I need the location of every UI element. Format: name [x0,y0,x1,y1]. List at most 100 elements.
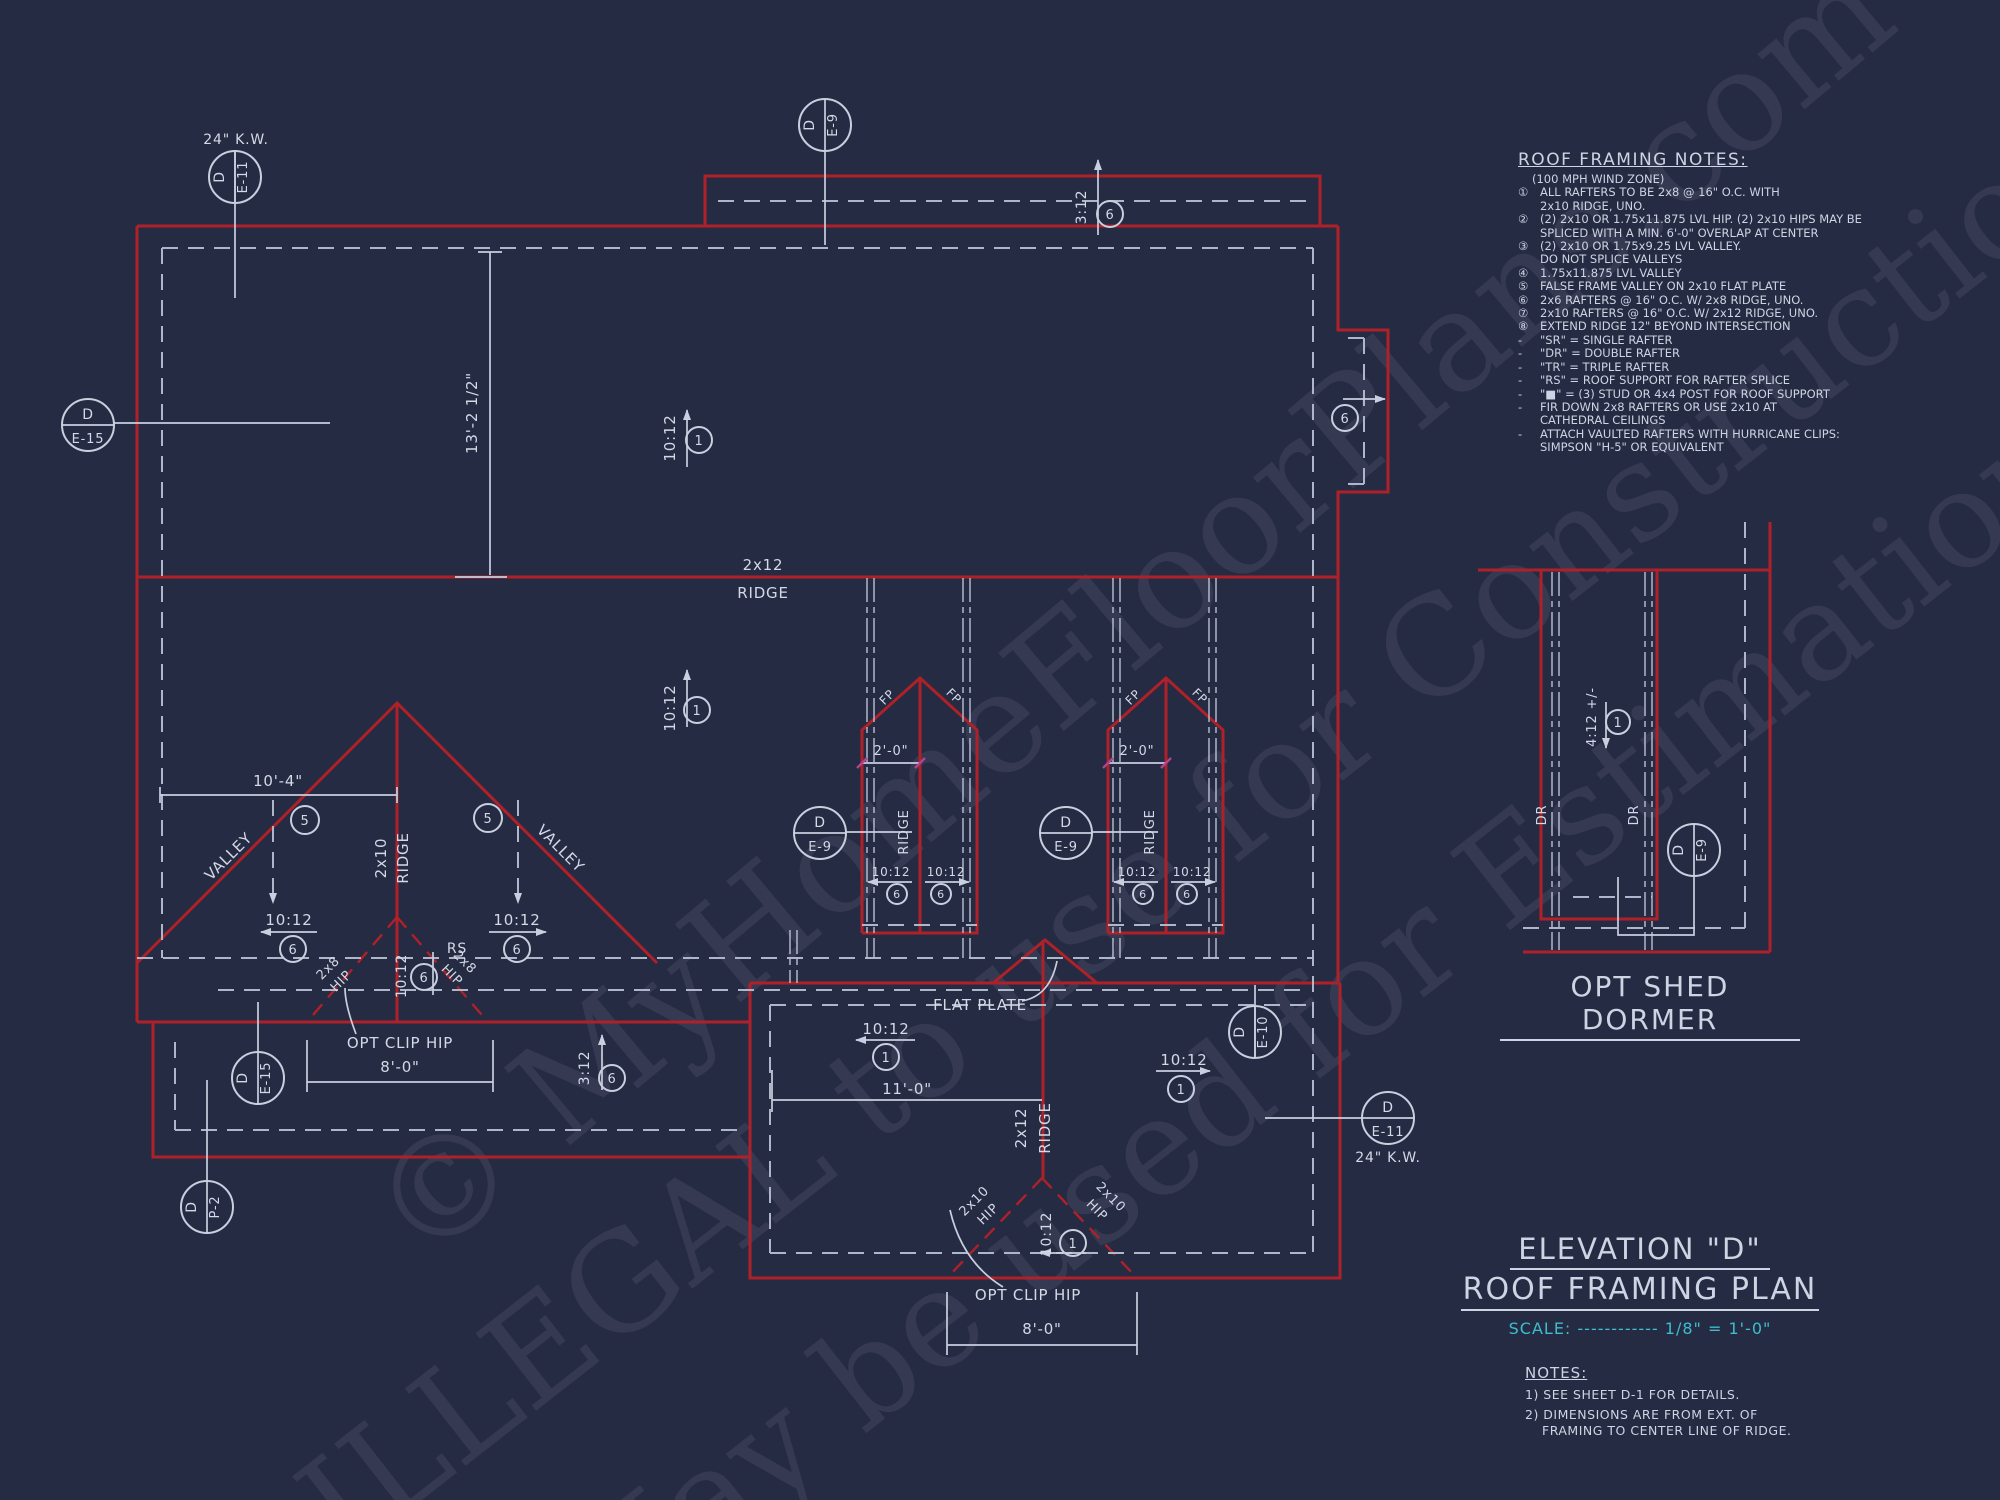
svg-text:RIDGE: RIDGE [1143,809,1158,854]
svg-text:10:12: 10:12 [661,684,679,731]
svg-text:6: 6 [893,888,901,901]
svg-text:10:12: 10:12 [1118,865,1157,879]
scale-line: SCALE: ------------ 1/8" = 1'-0" [1508,1319,1772,1338]
dim-11-0: 11'-0" [882,1080,932,1098]
framing-note-item: ③(2) 2x10 OR 1.75x9.25 LVL VALLEY.DO NOT… [1518,239,1742,267]
svg-text:P-2: P-2 [208,1196,223,1219]
sheet-note-2: 2) DIMENSIONS ARE FROM EXT. OF [1525,1407,1758,1422]
detail-callouts: D E-11 24" K.W. D E-9 D E-15 D E-9 D [61,98,1721,1234]
svg-text:5: 5 [483,812,492,827]
rs-label: RS [447,941,467,957]
framing-note-item: -"■" = (3) STUD OR 4x4 POST FOR ROOF SUP… [1518,386,1830,401]
svg-text:E-11: E-11 [1372,1125,1405,1140]
svg-text:D: D [235,1072,251,1084]
callout-d-e9-dormer2: D E-9 [1039,806,1093,860]
sheet-note-2b: FRAMING TO CENTER LINE OF RIDGE. [1542,1423,1792,1438]
svg-text:6: 6 [419,971,428,986]
svg-text:6: 6 [288,943,297,958]
svg-text:E-10: E-10 [1256,1016,1271,1049]
svg-text:6: 6 [607,1072,616,1087]
svg-text:6: 6 [1105,208,1114,223]
svg-text:6: 6 [1340,412,1349,427]
white-dashed-framing-lines [137,200,1746,1255]
callout-d-e9-top: D E-9 [798,98,852,152]
main-ridge-label: RIDGE [737,584,789,602]
svg-text:3:12: 3:12 [1074,190,1090,225]
sheet-note-1: 1) SEE SHEET D-1 FOR DETAILS. [1525,1387,1740,1402]
opt-shed-dormer-title: OPT SHED DORMER [1500,970,1800,1041]
svg-text:10:12: 10:12 [872,865,911,879]
callout-d-p2: D P-2 [180,1180,234,1234]
callout-d-e9-shed: D E-9 [1667,823,1721,877]
dim-2-0-dormer2: 2'-0" [1120,744,1155,759]
callout-d-e9-dormer1: D E-9 [793,806,847,860]
framing-note-item: -"RS" = ROOF SUPPORT FOR RAFTER SPLICE [1518,373,1791,388]
framing-note-item: -"TR" = TRIPLE RAFTER [1518,359,1670,374]
main-ridge-size: 2x12 [743,556,784,574]
framing-note-item: -"SR" = SINGLE RAFTER [1518,332,1673,347]
dim-8-0-bottom: 8'-0" [1022,1320,1062,1338]
callout-d-e11-bottom: D E-11 24" K.W. [1355,1091,1420,1166]
svg-text:6: 6 [512,943,521,958]
svg-text:1: 1 [1176,1083,1185,1098]
svg-text:D: D [802,119,818,131]
svg-text:RIDGE: RIDGE [897,809,912,854]
svg-text:D: D [82,407,94,423]
dim-2-0-dormer1: 2'-0" [874,744,909,759]
valley-left: VALLEY [201,829,256,884]
svg-text:6: 6 [937,888,945,901]
framing-note-item: -ATTACH VAULTED RAFTERS WITH HURRICANE C… [1518,426,1840,455]
svg-text:E-11: E-11 [236,161,251,194]
framing-note-item: ②(2) 2x10 OR 1.75x11.875 LVL HIP. (2) 2x… [1518,212,1862,240]
svg-text:D: D [814,815,826,831]
callout-d-e15-left: D E-15 [61,398,115,452]
dim-13-2-half: 13'-2 1/2" [463,372,481,454]
opt-clip-hip-left: OPT CLIP HIP [347,1034,453,1052]
kw-label: 24" K.W. [203,132,268,148]
svg-text:10:12: 10:12 [1160,1051,1207,1069]
callout-d-e11-top: D E-11 24" K.W. [203,132,268,204]
rafter-double-lines [789,572,1653,983]
svg-text:E-9: E-9 [808,840,832,855]
red-dashed-clip-hips [306,916,1138,1279]
svg-text:10:12: 10:12 [265,911,312,929]
svg-text:6: 6 [1183,888,1191,901]
callout-d-e15-bottom: D E-15 [231,1051,285,1105]
svg-text:D: D [1232,1026,1248,1038]
svg-text:1: 1 [1068,1237,1077,1252]
callout-d-e10: D E-10 [1228,1005,1282,1059]
magenta-dim-ticks [856,757,1172,769]
sheet-title-line1: ELEVATION "D" [1510,1232,1770,1270]
svg-text:10:12: 10:12 [927,865,966,879]
roof-framing-notes-subtitle: (100 MPH WIND ZONE) [1532,172,1665,186]
svg-text:6: 6 [1139,888,1147,901]
svg-text:1: 1 [1613,716,1622,731]
svg-text:D: D [1060,815,1072,831]
roof-framing-notes: ROOF FRAMING NOTES: (100 MPH WIND ZONE) … [1518,150,1998,455]
dim-8-0-left: 8'-0" [380,1058,420,1076]
opt-clip-hip-bottom: OPT CLIP HIP [975,1286,1081,1304]
note-number-bubbles: 5 5 6 6 6 6 6 6 6 6 6 6 1 1 1 1 1 1 [279,200,1631,1257]
svg-text:E-9: E-9 [826,113,841,137]
framing-note-item: -"DR" = DOUBLE RAFTER [1518,346,1680,361]
svg-text:1: 1 [881,1051,890,1066]
svg-text:E-9: E-9 [1054,840,1078,855]
sheet-title-line2: ROOF FRAMING PLAN [1460,1272,1820,1311]
dimension-and-leader-lines [113,150,1695,1355]
svg-text:D: D [1671,844,1687,856]
svg-text:1: 1 [692,704,701,719]
dim-10-4: 10'-4" [253,772,303,790]
wing-ridge-size: 2x12 [1012,1108,1030,1149]
svg-text:FP: FP [877,687,898,708]
svg-text:10:12: 10:12 [862,1020,909,1038]
shed-slope: 4:12 +/- [1585,687,1600,747]
